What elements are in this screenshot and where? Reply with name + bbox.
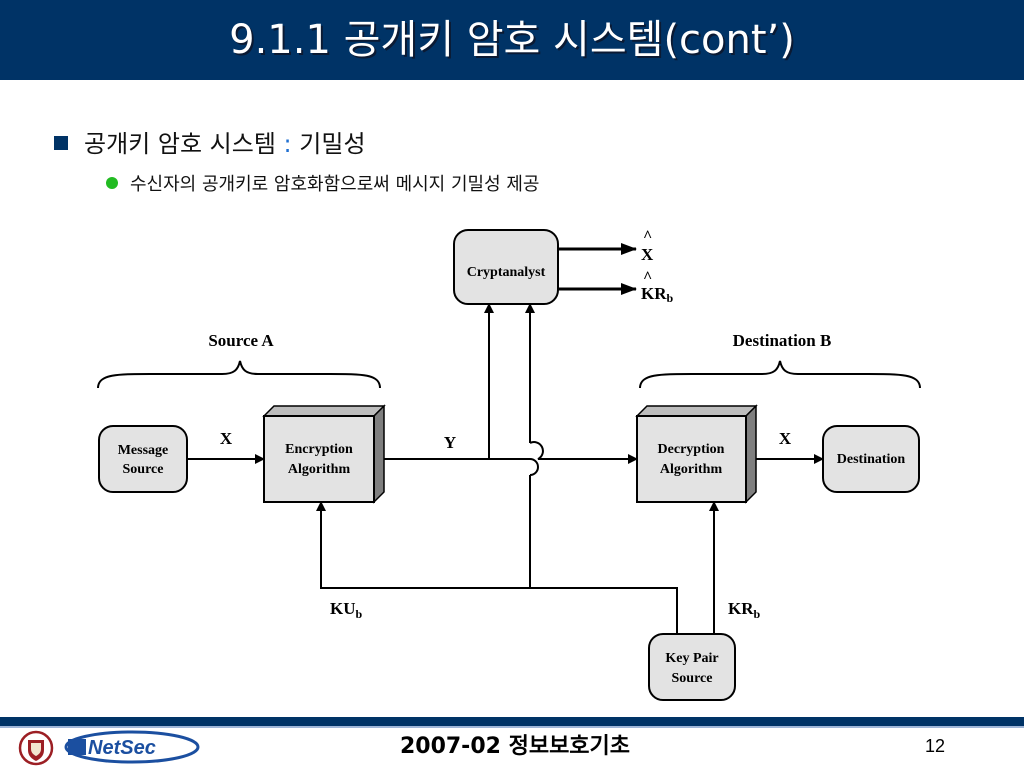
krhat-main: KR	[641, 284, 667, 303]
page-number: 12	[924, 736, 946, 756]
message-source-line1: Message	[118, 443, 169, 458]
destination-label: Destination	[837, 452, 906, 467]
destination-b-label: Destination B	[733, 331, 832, 350]
circle-bullet-icon	[106, 177, 118, 189]
netsec-logo: NetSec	[64, 730, 200, 764]
y-label: Y	[444, 433, 456, 452]
kub-label: KUb	[330, 599, 363, 621]
decryption-line1: Decryption	[658, 442, 725, 457]
krhat-sub: b	[667, 291, 674, 305]
encryption-line1: Encryption	[285, 442, 353, 457]
key-pair-line1: Key Pair	[665, 651, 718, 666]
bullet-level2: 수신자의 공개키로 암호화함으로써 메시지 기밀성 제공	[106, 170, 540, 196]
bullet1-topic: 기밀성	[299, 130, 366, 158]
message-source-box: Message Source	[98, 425, 188, 493]
bullet2-text: 수신자의 공개키로 암호화함으로써 메시지 기밀성 제공	[130, 174, 540, 195]
source-brace	[97, 360, 381, 389]
kub-to-encryption-arrow	[316, 501, 678, 634]
square-bullet-icon	[54, 136, 68, 150]
svg-text:NetSec: NetSec	[88, 737, 156, 759]
slide-title: 9.1.1 공개키 암호 시스템(cont’)	[229, 17, 795, 63]
krb-label: KRb	[728, 599, 761, 621]
university-crest-icon	[18, 730, 54, 766]
cryptanalyst-label: Cryptanalyst	[467, 265, 546, 280]
encryption-line2: Algorithm	[288, 462, 351, 477]
xhat-hat: ^	[643, 228, 652, 245]
krhat-label: KRb	[641, 284, 674, 305]
krhat-hat: ^	[643, 269, 652, 286]
course-title: 2007-02 정보보호기초	[399, 734, 631, 759]
kub-sub: b	[356, 607, 363, 621]
cryptanalyst-box: Cryptanalyst	[453, 229, 559, 305]
message-source-line2: Source	[123, 462, 164, 477]
destination-box: Destination	[822, 425, 920, 493]
encryption-algorithm-box: Encryption Algorithm	[262, 404, 386, 504]
bullet1-colon: :	[283, 130, 292, 158]
source-a-label: Source A	[208, 331, 274, 350]
krb-main: KR	[728, 599, 754, 618]
xhat-label: X	[641, 245, 654, 264]
krb-sub: b	[754, 607, 761, 621]
kub-main: KU	[330, 599, 356, 618]
footer-bar	[0, 717, 1024, 726]
footer-accent-line	[0, 726, 1024, 728]
key-pair-source-box: Key Pair Source	[648, 633, 736, 701]
destination-brace	[639, 360, 921, 389]
title-bar	[0, 0, 1024, 80]
x-label-1: X	[220, 429, 233, 448]
bullet1-text: 공개키 암호 시스템	[84, 130, 276, 158]
decryption-line2: Algorithm	[660, 462, 723, 477]
key-pair-line2: Source	[672, 671, 713, 686]
bullet-level1: 공개키 암호 시스템 : 기밀성	[54, 124, 366, 159]
decryption-algorithm-box: Decryption Algorithm	[635, 404, 758, 504]
x-label-2: X	[779, 429, 792, 448]
